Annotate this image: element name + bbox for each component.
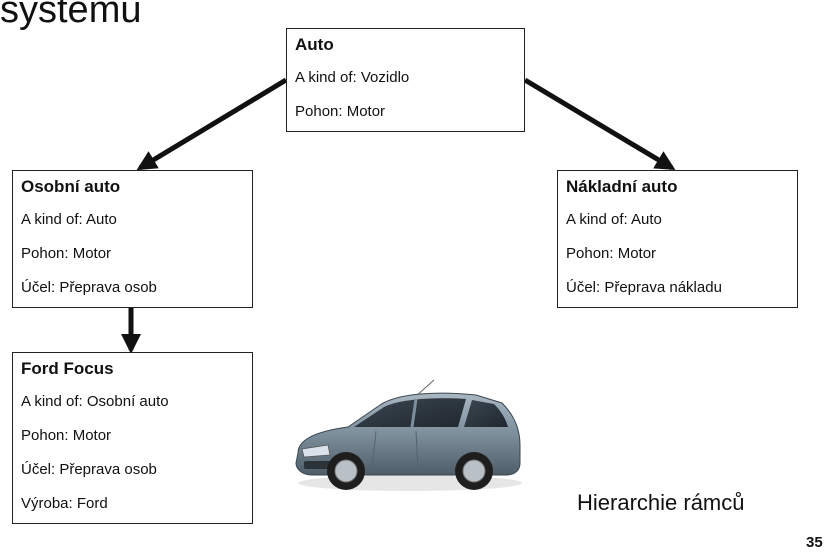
frame-name: Ford Focus: [21, 359, 114, 378]
frame-slot: A kind of: Osobní auto: [21, 393, 169, 410]
frame-auto: Auto A kind of: Vozidlo Pohon: Motor: [286, 28, 525, 132]
frame-name: Auto: [295, 35, 334, 54]
frame-slot: Účel: Přeprava osob: [21, 461, 157, 478]
frame-slot: A kind of: Auto: [21, 211, 117, 228]
frame-osobni-auto: Osobní auto A kind of: Auto Pohon: Motor…: [12, 170, 253, 308]
frame-slot: Pohon: Motor: [21, 245, 112, 262]
frame-slot: Pohon: Motor: [21, 427, 112, 444]
slide-title: systému: [0, 0, 142, 31]
frame-name: Nákladní auto: [566, 177, 678, 196]
frame-nakladni-auto: Nákladní auto A kind of: Auto Pohon: Mot…: [557, 170, 798, 308]
frame-slot: Účel: Přeprava osob: [21, 279, 157, 296]
frame-slot: Účel: Přeprava nákladu: [566, 279, 722, 296]
frame-slot: A kind of: Auto: [566, 211, 662, 228]
diagram-caption: Hierarchie rámců: [577, 490, 745, 515]
arrow-auto-to-osobni: [136, 77, 288, 171]
car-illustration-icon: [288, 375, 528, 500]
frame-slot: A kind of: Vozidlo: [295, 69, 410, 86]
frame-slot: Výroba: Ford: [21, 495, 108, 512]
frame-name: Osobní auto: [21, 177, 121, 196]
page-number: 35: [806, 534, 823, 551]
frame-ford-focus: Ford Focus A kind of: Osobní auto Pohon:…: [12, 352, 253, 524]
frame-slot: Pohon: Motor: [566, 245, 657, 262]
arrow-auto-to-nakladni: [523, 77, 676, 171]
frame-slot: Pohon: Motor: [295, 103, 386, 120]
